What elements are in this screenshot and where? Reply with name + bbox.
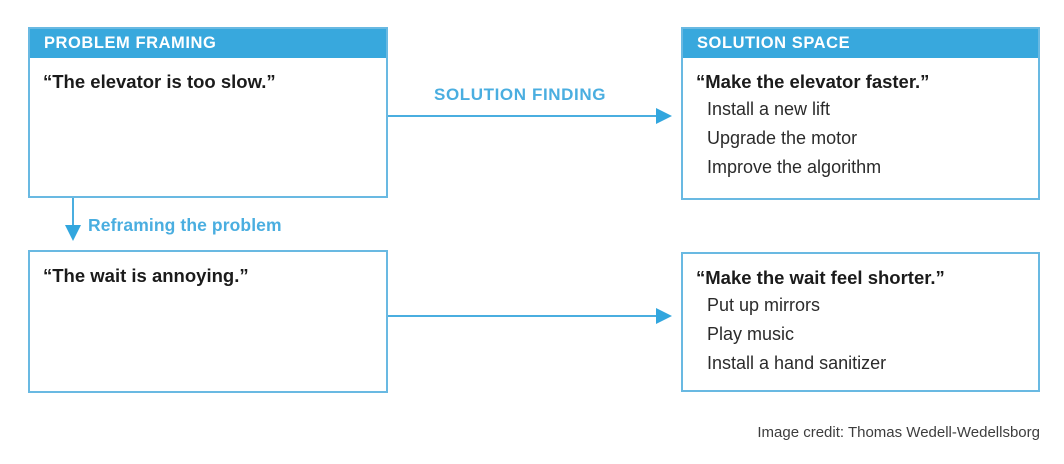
arrow-head xyxy=(65,225,81,241)
list-item: Install a new lift xyxy=(707,99,831,119)
arrow-shaft xyxy=(388,315,658,317)
problem-framing-header: PROBLEM FRAMING xyxy=(30,29,386,58)
list-item: Put up mirrors xyxy=(707,295,821,315)
solution-space-body-primary: “Make the elevator faster.” Install a ne… xyxy=(683,58,1038,182)
problem-framing-body-reframed: “The wait is annoying.” xyxy=(30,252,386,289)
solution-space-box-reframed: “Make the wait feel shorter.” Put up mir… xyxy=(681,252,1040,392)
solution-goal-primary: “Make the elevator faster.” xyxy=(696,71,930,92)
arrow-shaft xyxy=(72,198,74,227)
list-item: Install a hand sanitizer xyxy=(707,353,887,373)
arrow-right-icon-solution-finding-top xyxy=(388,105,672,127)
arrow-shaft xyxy=(388,115,658,117)
problem-framing-box-reframed: “The wait is annoying.” xyxy=(28,250,388,393)
arrow-label-solution-finding: SOLUTION FINDING xyxy=(434,85,607,104)
solution-space-body-reframed: “Make the wait feel shorter.” Put up mir… xyxy=(683,254,1038,378)
problem-statement-primary: “The elevator is too slow.” xyxy=(43,71,276,92)
list-item: Improve the algorithm xyxy=(707,157,882,177)
solution-goal-reframed: “Make the wait feel shorter.” xyxy=(696,267,945,288)
image-credit: Image credit: Thomas Wedell-Wedellsborg xyxy=(757,424,1040,441)
arrow-head xyxy=(656,108,672,124)
problem-framing-box-primary: PROBLEM FRAMING “The elevator is too slo… xyxy=(28,27,388,198)
solution-space-header: SOLUTION SPACE xyxy=(683,29,1038,58)
solution-space-box-primary: SOLUTION SPACE “Make the elevator faster… xyxy=(681,27,1040,200)
list-item: Play music xyxy=(707,324,795,344)
arrow-head xyxy=(656,308,672,324)
list-item: Upgrade the motor xyxy=(707,128,858,148)
problem-statement-reframed: “The wait is annoying.” xyxy=(43,265,249,286)
arrow-right-icon-solution-finding-bottom xyxy=(388,305,672,327)
problem-framing-body-primary: “The elevator is too slow.” xyxy=(30,58,386,95)
arrow-down-icon-reframing xyxy=(62,198,84,242)
arrow-label-reframing: Reframing the problem xyxy=(88,215,282,235)
